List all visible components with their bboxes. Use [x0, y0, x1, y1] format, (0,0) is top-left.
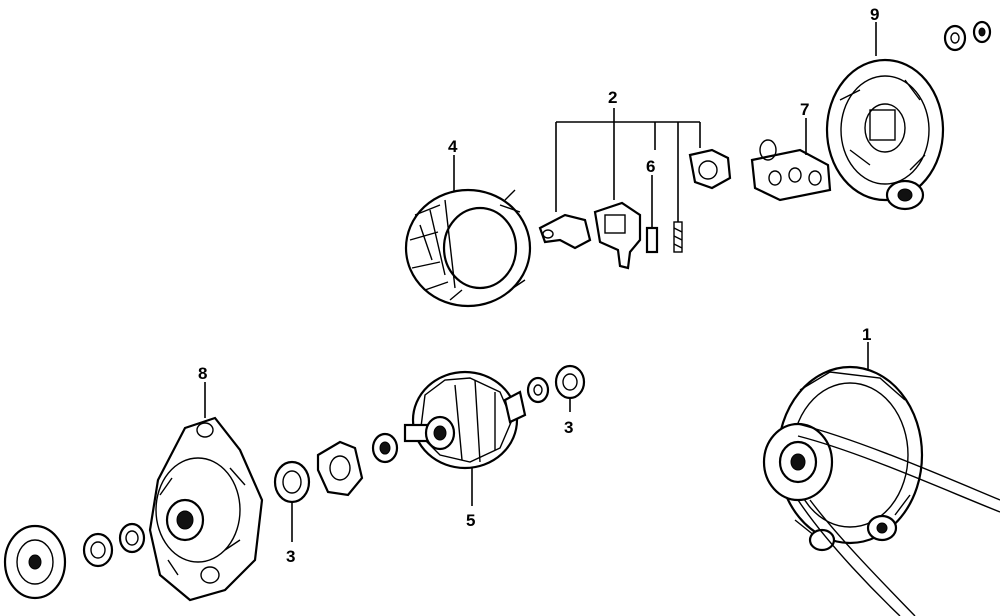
- drive-end-frame-part: [148, 416, 264, 602]
- rectifier-part: [750, 139, 832, 202]
- stator-part: [404, 188, 532, 308]
- retainer-plate-part: [316, 440, 364, 497]
- terminal-part: [688, 148, 732, 190]
- regulator-part: [593, 201, 642, 270]
- callout-1: 1: [862, 325, 871, 344]
- callout-3-left: 3: [286, 547, 295, 566]
- brush-part: [645, 226, 659, 254]
- callout-6: 6: [646, 157, 655, 176]
- callout-5: 5: [466, 511, 475, 530]
- spring-part: [673, 221, 683, 253]
- rotor-part: [403, 370, 527, 470]
- pulley-part: [3, 524, 67, 600]
- callout-4: 4: [448, 137, 458, 156]
- regulator-bracket-part: [538, 213, 592, 250]
- callout-2: 2: [608, 88, 617, 107]
- rear-frame-part: [825, 58, 945, 211]
- alternator-part: [762, 365, 924, 552]
- bearing-left-part: [273, 460, 311, 504]
- callout-9: 9: [870, 5, 879, 24]
- collar-part: [118, 522, 146, 554]
- seal-part: [371, 432, 399, 464]
- drive-belt-part: [797, 423, 1000, 616]
- callout-7: 7: [800, 100, 809, 119]
- bearing-right-part: [554, 364, 586, 400]
- leader-2-bracket: [555, 108, 701, 222]
- spacer-part: [82, 532, 114, 568]
- ring-part: [526, 376, 550, 404]
- callout-3-right: 3: [564, 418, 573, 437]
- callout-8: 8: [198, 364, 207, 383]
- rear-nuts-part: [943, 20, 992, 52]
